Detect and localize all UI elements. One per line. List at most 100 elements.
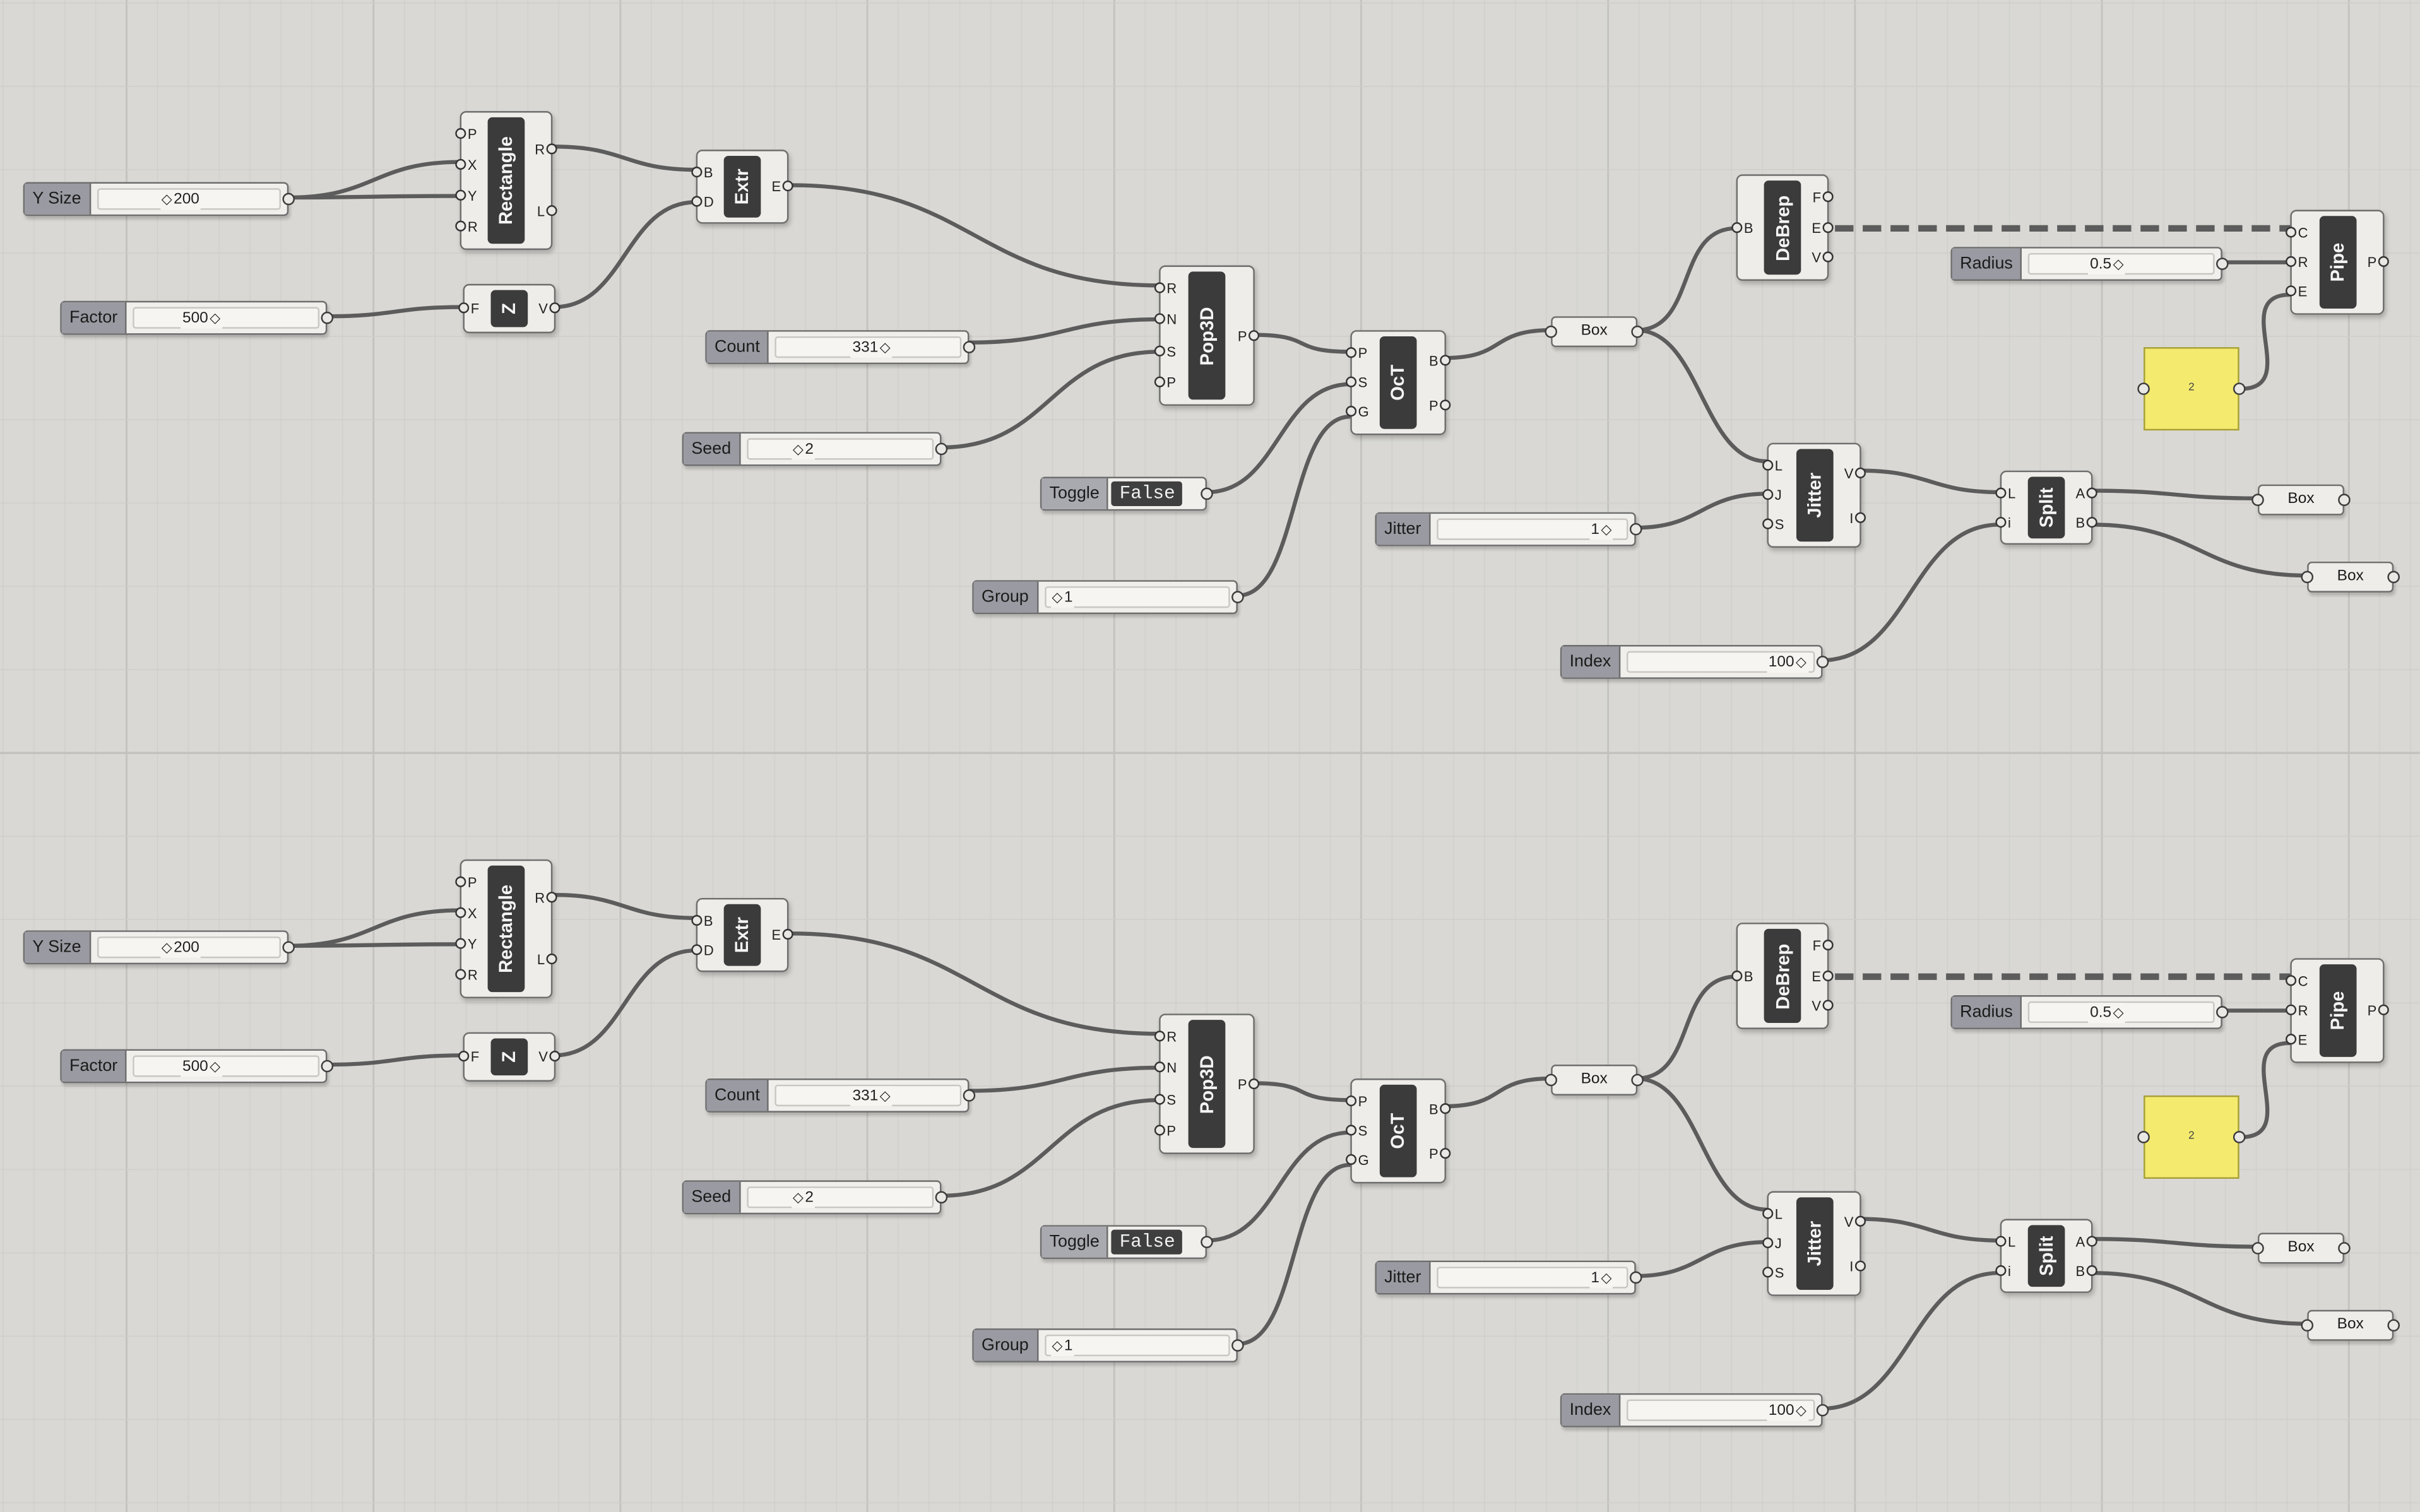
wire[interactable] xyxy=(1253,1081,1351,1102)
port-grip[interactable] xyxy=(2286,1034,2297,1046)
count-slider[interactable]: Count 331 xyxy=(705,1078,976,1113)
output-grip[interactable] xyxy=(1231,591,1244,603)
output-grip[interactable] xyxy=(1201,1236,1213,1249)
port-grip[interactable] xyxy=(1440,399,1451,410)
group-slider[interactable]: Group 1 xyxy=(972,580,1244,615)
port-grip[interactable] xyxy=(455,158,466,170)
wire[interactable] xyxy=(941,1098,1160,1198)
slider-track[interactable]: 1 xyxy=(1436,518,1628,540)
input-grip[interactable] xyxy=(2301,570,2314,584)
output-grip[interactable] xyxy=(2387,570,2400,584)
wire[interactable] xyxy=(1444,328,1551,360)
input-port[interactable]: S xyxy=(1346,1123,1367,1138)
wire[interactable] xyxy=(554,200,696,309)
output-port[interactable]: E xyxy=(771,927,793,943)
wire[interactable] xyxy=(790,183,1160,288)
output-grip[interactable] xyxy=(1816,1403,1829,1417)
input-grip[interactable] xyxy=(1545,325,1558,338)
slider-track[interactable]: 100 xyxy=(1626,1399,1815,1421)
port-grip[interactable] xyxy=(455,938,466,949)
input-grip[interactable] xyxy=(2137,1131,2150,1143)
output-port[interactable]: B xyxy=(1429,353,1451,368)
output-port[interactable]: B xyxy=(2075,1263,2097,1279)
input-port[interactable]: L xyxy=(1995,485,2015,500)
slider-track[interactable]: 2 xyxy=(746,1186,934,1208)
output-port[interactable]: V xyxy=(1844,465,1866,481)
factor-slider[interactable]: Factor 500 xyxy=(60,300,334,335)
wire[interactable] xyxy=(969,317,1160,345)
input-grip[interactable] xyxy=(2137,382,2150,395)
wire[interactable] xyxy=(1635,974,1736,1081)
output-grip[interactable] xyxy=(1201,487,1213,500)
factor-slider[interactable]: Factor 500 xyxy=(60,1049,334,1084)
port-grip[interactable] xyxy=(1762,459,1774,470)
toggle-state[interactable]: False xyxy=(1112,1229,1183,1255)
output-port[interactable]: E xyxy=(771,179,793,194)
port-grip[interactable] xyxy=(691,914,703,925)
port-grip[interactable] xyxy=(1346,406,1357,417)
port-grip[interactable] xyxy=(549,1051,561,1062)
port-grip[interactable] xyxy=(1346,1125,1357,1136)
box-param-a[interactable]: Box xyxy=(2251,1232,2351,1264)
output-port[interactable]: I xyxy=(1849,510,1866,526)
port-grip[interactable] xyxy=(1154,1062,1165,1073)
y-size-slider[interactable]: Y Size 200 xyxy=(23,182,295,216)
output-port[interactable]: F xyxy=(1813,189,1834,205)
wire[interactable] xyxy=(941,350,1160,450)
slider-track[interactable]: 331 xyxy=(775,1084,962,1107)
input-port[interactable]: R xyxy=(2286,254,2308,270)
input-port[interactable]: S xyxy=(1154,343,1176,359)
output-port[interactable]: F xyxy=(1813,938,1834,954)
input-grip[interactable] xyxy=(2301,1319,2314,1332)
wire[interactable] xyxy=(1635,1240,1767,1279)
input-port[interactable]: R xyxy=(1154,281,1177,297)
output-grip[interactable] xyxy=(2338,1242,2351,1255)
slider-track[interactable]: 500 xyxy=(133,307,320,329)
wire[interactable] xyxy=(969,1065,1160,1093)
port-grip[interactable] xyxy=(1346,376,1357,387)
port-grip[interactable] xyxy=(546,892,557,903)
wire[interactable] xyxy=(1206,382,1351,495)
output-port[interactable]: E xyxy=(1812,220,1834,235)
port-grip[interactable] xyxy=(1822,251,1834,263)
output-grip[interactable] xyxy=(2387,1319,2400,1332)
port-grip[interactable] xyxy=(1731,969,1743,981)
output-grip[interactable] xyxy=(1231,1339,1244,1352)
port-grip[interactable] xyxy=(1995,516,2007,527)
yellow-panel[interactable]: 2 xyxy=(2137,347,2246,431)
port-grip[interactable] xyxy=(1154,1031,1165,1042)
port-grip[interactable] xyxy=(455,127,466,139)
input-port[interactable]: J xyxy=(1762,1236,1782,1251)
port-grip[interactable] xyxy=(1762,1207,1774,1219)
port-grip[interactable] xyxy=(458,302,470,314)
input-port[interactable]: E xyxy=(2286,1033,2307,1048)
input-port[interactable]: P xyxy=(1154,1123,1176,1138)
wire[interactable] xyxy=(1206,1130,1351,1243)
input-port[interactable]: P xyxy=(1154,375,1176,390)
seed-slider[interactable]: Seed 2 xyxy=(682,432,948,466)
input-grip[interactable] xyxy=(1545,1073,1558,1087)
wire[interactable] xyxy=(1237,414,1351,598)
jitter-slider[interactable]: Jitter 1 xyxy=(1375,512,1642,546)
output-grip[interactable] xyxy=(321,311,334,324)
input-port[interactable]: C xyxy=(2286,225,2308,240)
port-grip[interactable] xyxy=(546,143,557,155)
output-port[interactable]: V xyxy=(538,1049,561,1065)
output-grip[interactable] xyxy=(282,192,295,206)
output-port[interactable]: L xyxy=(537,952,557,967)
port-grip[interactable] xyxy=(1822,1000,1834,1011)
input-port[interactable]: N xyxy=(1154,312,1177,328)
input-port[interactable]: S xyxy=(1762,517,1784,533)
input-port[interactable]: L xyxy=(1762,458,1782,473)
port-grip[interactable] xyxy=(455,969,466,980)
input-port[interactable]: X xyxy=(455,157,477,173)
input-port[interactable]: S xyxy=(1762,1266,1784,1281)
wire[interactable] xyxy=(2241,1041,2291,1140)
input-port[interactable]: R xyxy=(1154,1029,1177,1045)
